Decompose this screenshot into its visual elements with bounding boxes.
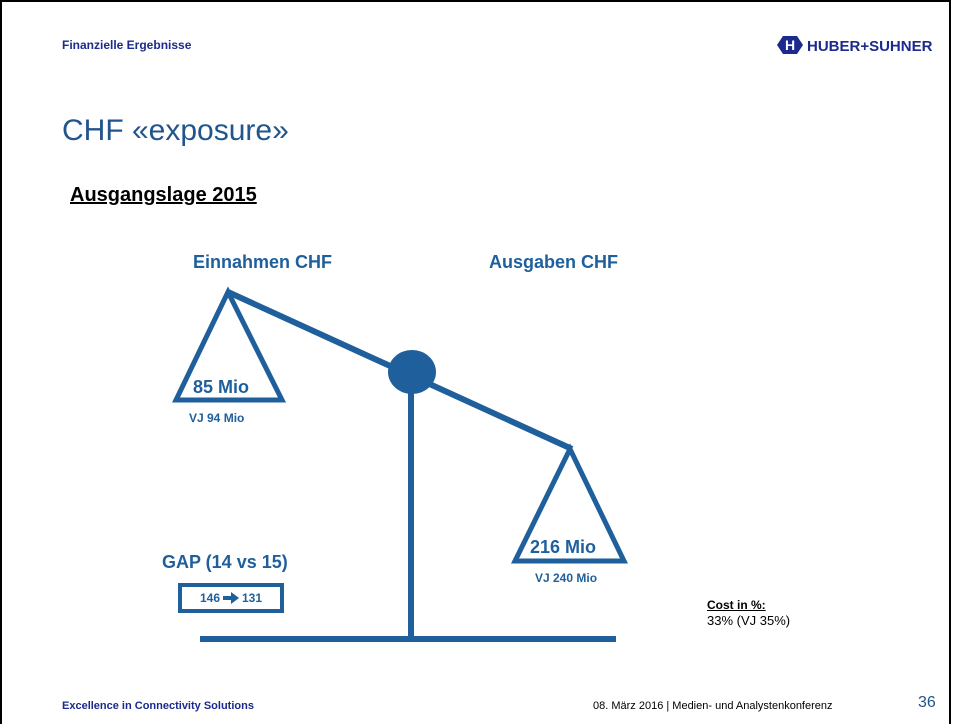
gap-title: GAP (14 vs 15) bbox=[162, 552, 288, 572]
page-title: CHF «exposure» bbox=[62, 114, 289, 147]
footer-event: 08. März 2016 | Medien- und Analystenkon… bbox=[593, 700, 833, 712]
huber-suhner-logo: H HUBER+SUHNER bbox=[774, 34, 942, 56]
income-heading: Einnahmen CHF bbox=[193, 252, 333, 272]
subtitle: Ausgangslage 2015 bbox=[70, 184, 257, 206]
left-pan-triangle bbox=[172, 286, 287, 403]
gap-from: 146 bbox=[199, 591, 220, 605]
gap-to: 131 bbox=[242, 591, 263, 605]
logo-mark-letter: H bbox=[785, 37, 795, 53]
expense-value: 216 Mio bbox=[530, 537, 597, 557]
expense-heading: Ausgaben CHF bbox=[489, 252, 619, 272]
page-number: 36 bbox=[918, 694, 936, 711]
income-value: 85 Mio bbox=[193, 377, 250, 397]
logo-mark-icon: H bbox=[777, 36, 803, 54]
footer-slogan: Excellence in Connectivity Solutions bbox=[62, 700, 254, 712]
scale-pivot bbox=[388, 350, 436, 394]
cost-label: Cost in %: bbox=[707, 598, 766, 612]
section-label: Finanzielle Ergebnisse bbox=[62, 38, 192, 52]
expense-prev-value: VJ 240 Mio bbox=[535, 571, 598, 585]
logo-text: HUBER+SUHNER bbox=[807, 38, 933, 55]
income-prev-value: VJ 94 Mio bbox=[189, 411, 245, 425]
gap-box: 146 131 bbox=[178, 583, 284, 613]
arrow-right-icon bbox=[223, 592, 239, 604]
cost-value: 33% (VJ 35%) bbox=[707, 613, 791, 628]
right-pan-triangle bbox=[510, 443, 628, 564]
